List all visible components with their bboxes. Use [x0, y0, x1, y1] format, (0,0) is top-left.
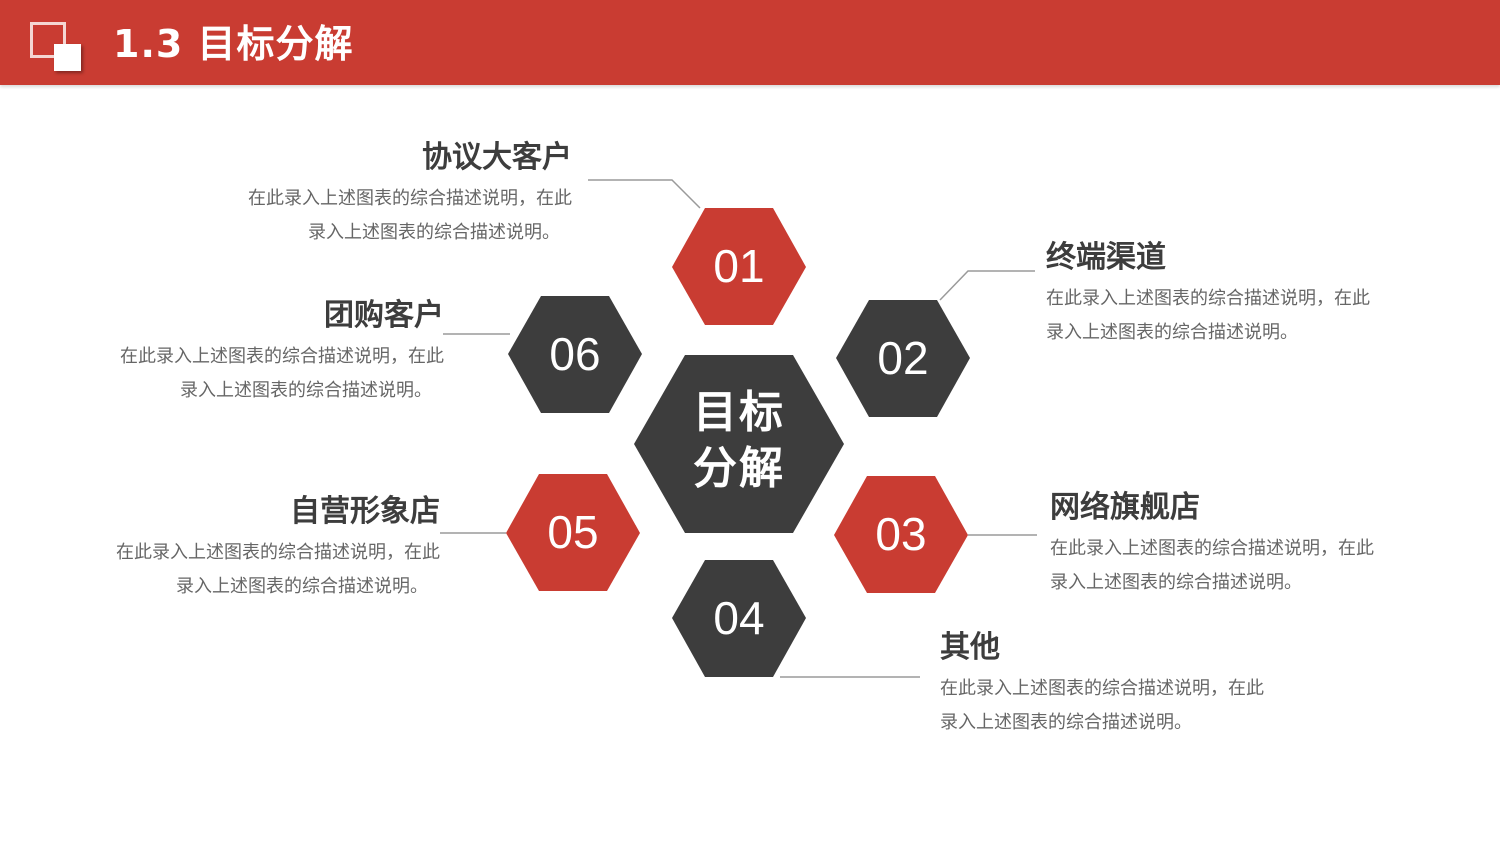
node-02-text: 终端渠道 在此录入上述图表的综合描述说明，在此 录入上述图表的综合描述说明。: [1046, 238, 1370, 350]
node-02-desc-line1: 在此录入上述图表的综合描述说明，在此: [1046, 288, 1370, 309]
hexagon-04-number: 04: [713, 592, 765, 644]
node-01-desc-line1: 在此录入上述图表的综合描述说明，在此: [248, 188, 572, 209]
node-02-title: 终端渠道: [1046, 240, 1166, 275]
center-label-line2: 分解: [693, 443, 785, 494]
hexagon-04: [672, 560, 806, 677]
node-03-desc-line2: 录入上述图表的综合描述说明。: [1050, 572, 1302, 593]
hexagon-03: [834, 476, 968, 593]
connector-02: [939, 270, 1035, 301]
hexagon-05-number: 05: [547, 506, 599, 558]
node-06-title: 团购客户: [324, 298, 444, 333]
node-04-desc-line2: 录入上述图表的综合描述说明。: [940, 712, 1192, 733]
node-01-text: 协议大客户 在此录入上述图表的综合描述说明，在此 录入上述图表的综合描述说明。: [248, 138, 572, 250]
node-04-text: 其他 在此录入上述图表的综合描述说明，在此 录入上述图表的综合描述说明。: [940, 628, 1264, 740]
node-05-desc-line1: 在此录入上述图表的综合描述说明，在此: [116, 542, 440, 563]
node-02-desc-line2: 录入上述图表的综合描述说明。: [1046, 322, 1298, 343]
node-06-desc-line1: 在此录入上述图表的综合描述说明，在此: [120, 346, 444, 367]
page-title: 1.3 目标分解: [113, 22, 354, 66]
node-04-title: 其他: [940, 630, 1000, 665]
logo-inner-square: [54, 44, 81, 71]
node-03-desc-line1: 在此录入上述图表的综合描述说明，在此: [1050, 538, 1374, 559]
node-06-desc-line2: 录入上述图表的综合描述说明。: [180, 380, 432, 401]
node-03-title: 网络旗舰店: [1050, 490, 1200, 525]
node-03-text: 网络旗舰店 在此录入上述图表的综合描述说明，在此 录入上述图表的综合描述说明。: [1050, 488, 1374, 600]
center-label-line1: 目标: [693, 387, 785, 438]
hexagon-center: [634, 355, 844, 533]
header-bar: 1.3 目标分解: [0, 0, 1500, 85]
hexagon-03-number: 03: [875, 508, 927, 560]
node-05-title: 自营形象店: [290, 494, 440, 529]
hexagon-05: [506, 474, 640, 591]
node-06-text: 团购客户 在此录入上述图表的综合描述说明，在此 录入上述图表的综合描述说明。: [120, 296, 444, 408]
hexagon-01: [672, 208, 806, 325]
node-01-title: 协议大客户: [422, 140, 572, 175]
overlapping-squares-icon: [30, 22, 84, 72]
hexagon-02-number: 02: [877, 332, 929, 384]
hexagon-02: [836, 300, 970, 417]
node-05-text: 自营形象店 在此录入上述图表的综合描述说明，在此 录入上述图表的综合描述说明。: [116, 492, 440, 604]
node-04-desc-line1: 在此录入上述图表的综合描述说明，在此: [940, 678, 1264, 699]
logo-outer-square: [30, 22, 66, 58]
hexagon-06: [508, 296, 642, 413]
connector-01: [588, 179, 701, 209]
center-label: 目标 分解: [634, 385, 844, 497]
hexagon-06-number: 06: [549, 328, 601, 380]
node-05-desc-line2: 录入上述图表的综合描述说明。: [176, 576, 428, 597]
node-01-desc-line2: 录入上述图表的综合描述说明。: [308, 222, 560, 243]
hexagon-01-number: 01: [713, 240, 765, 292]
